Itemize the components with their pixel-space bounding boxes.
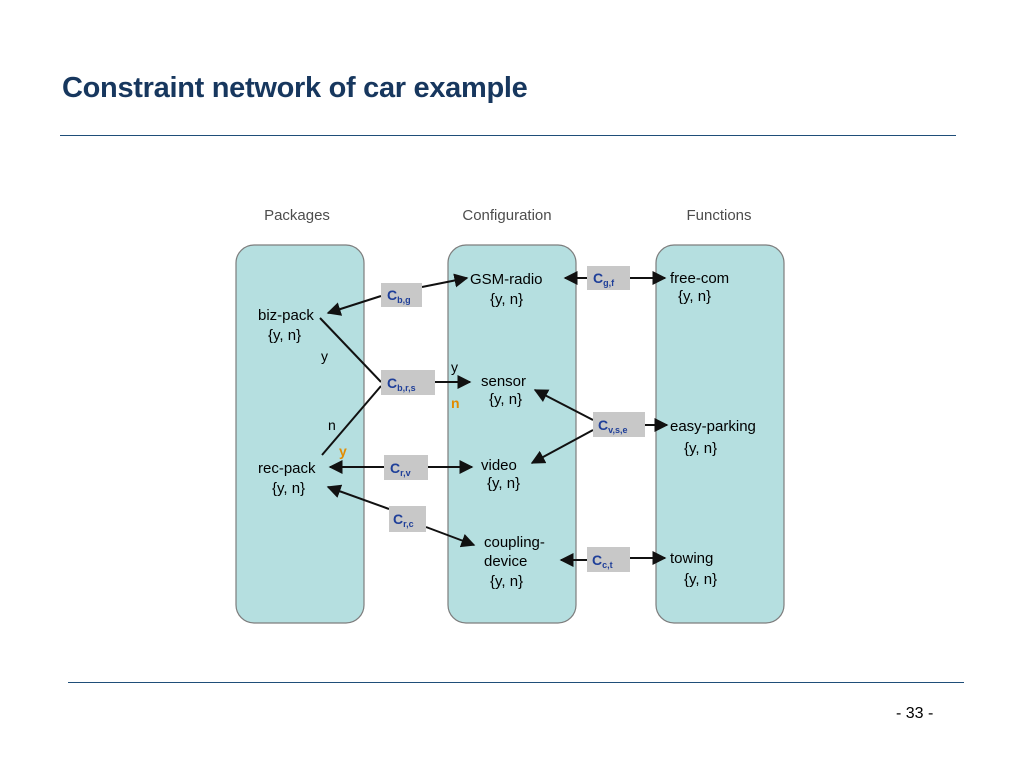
domain-video: {y, n} bbox=[487, 475, 520, 492]
constraint-c-gf-sub: g,f bbox=[603, 278, 615, 288]
constraint-c-brs: Cb,r,s bbox=[381, 370, 435, 395]
constraint-c-rv: Cr,v bbox=[384, 455, 428, 480]
packages-panel bbox=[235, 244, 365, 624]
domain-free-com: {y, n} bbox=[678, 288, 711, 305]
domain-biz-pack: {y, n} bbox=[268, 327, 301, 344]
constraint-c-ct-sub: c,t bbox=[602, 560, 613, 570]
var-coupling-device-line1: coupling- bbox=[484, 534, 545, 551]
svg-text:Cb,r,s: Cb,r,s bbox=[387, 375, 416, 393]
domain-rec-pack: {y, n} bbox=[272, 480, 305, 497]
svg-text:Cb,g: Cb,g bbox=[387, 287, 411, 305]
var-towing: towing bbox=[670, 550, 713, 567]
constraint-c-ct-main: C bbox=[592, 552, 602, 568]
constraint-c-rc-main: C bbox=[393, 511, 403, 527]
edge-cbg-bizpack bbox=[326, 295, 382, 316]
edge-crc-coupling bbox=[425, 526, 476, 548]
constraint-c-brs-sub: b,r,s bbox=[397, 383, 416, 393]
constraint-c-rc-sub: r,c bbox=[403, 519, 414, 529]
constraint-c-rv-main: C bbox=[390, 460, 400, 476]
svg-text:Cr,c: Cr,c bbox=[393, 511, 414, 529]
var-free-com: free-com bbox=[670, 270, 729, 287]
constraint-c-bg: Cb,g bbox=[381, 283, 422, 307]
edge-crc-recpack bbox=[326, 484, 390, 510]
edge-cbg-gsm bbox=[421, 273, 469, 288]
edge-label-rec-y: y bbox=[339, 443, 347, 459]
slide-title: Constraint network of car example bbox=[62, 72, 528, 104]
edge-bizpack-cbrs bbox=[319, 317, 382, 383]
var-easy-parking: easy-parking bbox=[670, 418, 756, 435]
constraint-c-bg-main: C bbox=[387, 287, 397, 303]
constraint-c-rv-sub: r,v bbox=[400, 468, 411, 478]
edge-cvse-video bbox=[530, 429, 594, 464]
domain-coupling-device: {y, n} bbox=[490, 573, 523, 590]
svg-text:Cg,f: Cg,f bbox=[593, 270, 615, 288]
domain-sensor: {y, n} bbox=[489, 391, 522, 408]
constraint-c-vse-sub: v,s,e bbox=[608, 425, 627, 435]
column-header-functions: Functions bbox=[686, 207, 751, 224]
configuration-panel bbox=[447, 244, 577, 624]
constraint-c-vse: Cv,s,e bbox=[593, 412, 645, 437]
svg-text:Cr,v: Cr,v bbox=[390, 460, 411, 478]
svg-text:Cc,t: Cc,t bbox=[592, 552, 613, 570]
functions-panel bbox=[655, 244, 785, 624]
constraint-c-gf-main: C bbox=[593, 270, 603, 286]
domain-easy-parking: {y, n} bbox=[684, 440, 717, 457]
svg-text:Cv,s,e: Cv,s,e bbox=[598, 417, 627, 435]
domain-towing: {y, n} bbox=[684, 571, 717, 588]
footer-divider bbox=[68, 682, 964, 683]
title-divider bbox=[60, 135, 956, 136]
constraint-c-gf: Cg,f bbox=[587, 266, 630, 290]
edge-label-sensor-y: y bbox=[451, 359, 458, 375]
constraint-c-brs-main: C bbox=[387, 375, 397, 391]
var-video: video bbox=[481, 457, 517, 474]
var-gsm-radio: GSM-radio bbox=[470, 271, 543, 288]
edge-recpack-cbrs bbox=[321, 385, 382, 456]
edge-label-biz-y: y bbox=[321, 348, 328, 364]
column-header-configuration: Configuration bbox=[462, 207, 551, 224]
edge-label-sensor-n: n bbox=[451, 395, 460, 411]
edge-label-rec-n: n bbox=[328, 417, 336, 433]
var-rec-pack: rec-pack bbox=[258, 460, 316, 477]
var-sensor: sensor bbox=[481, 373, 526, 390]
constraint-c-rc: Cr,c bbox=[389, 506, 426, 532]
column-header-packages: Packages bbox=[264, 207, 330, 224]
constraint-c-bg-sub: b,g bbox=[397, 295, 411, 305]
domain-gsm-radio: {y, n} bbox=[490, 291, 523, 308]
var-biz-pack: biz-pack bbox=[258, 307, 314, 324]
constraint-c-ct: Cc,t bbox=[587, 547, 630, 572]
edge-cvse-sensor bbox=[533, 389, 594, 421]
constraint-c-vse-main: C bbox=[598, 417, 608, 433]
var-coupling-device-line2: device bbox=[484, 553, 527, 570]
page-number: - 33 - bbox=[896, 705, 934, 722]
